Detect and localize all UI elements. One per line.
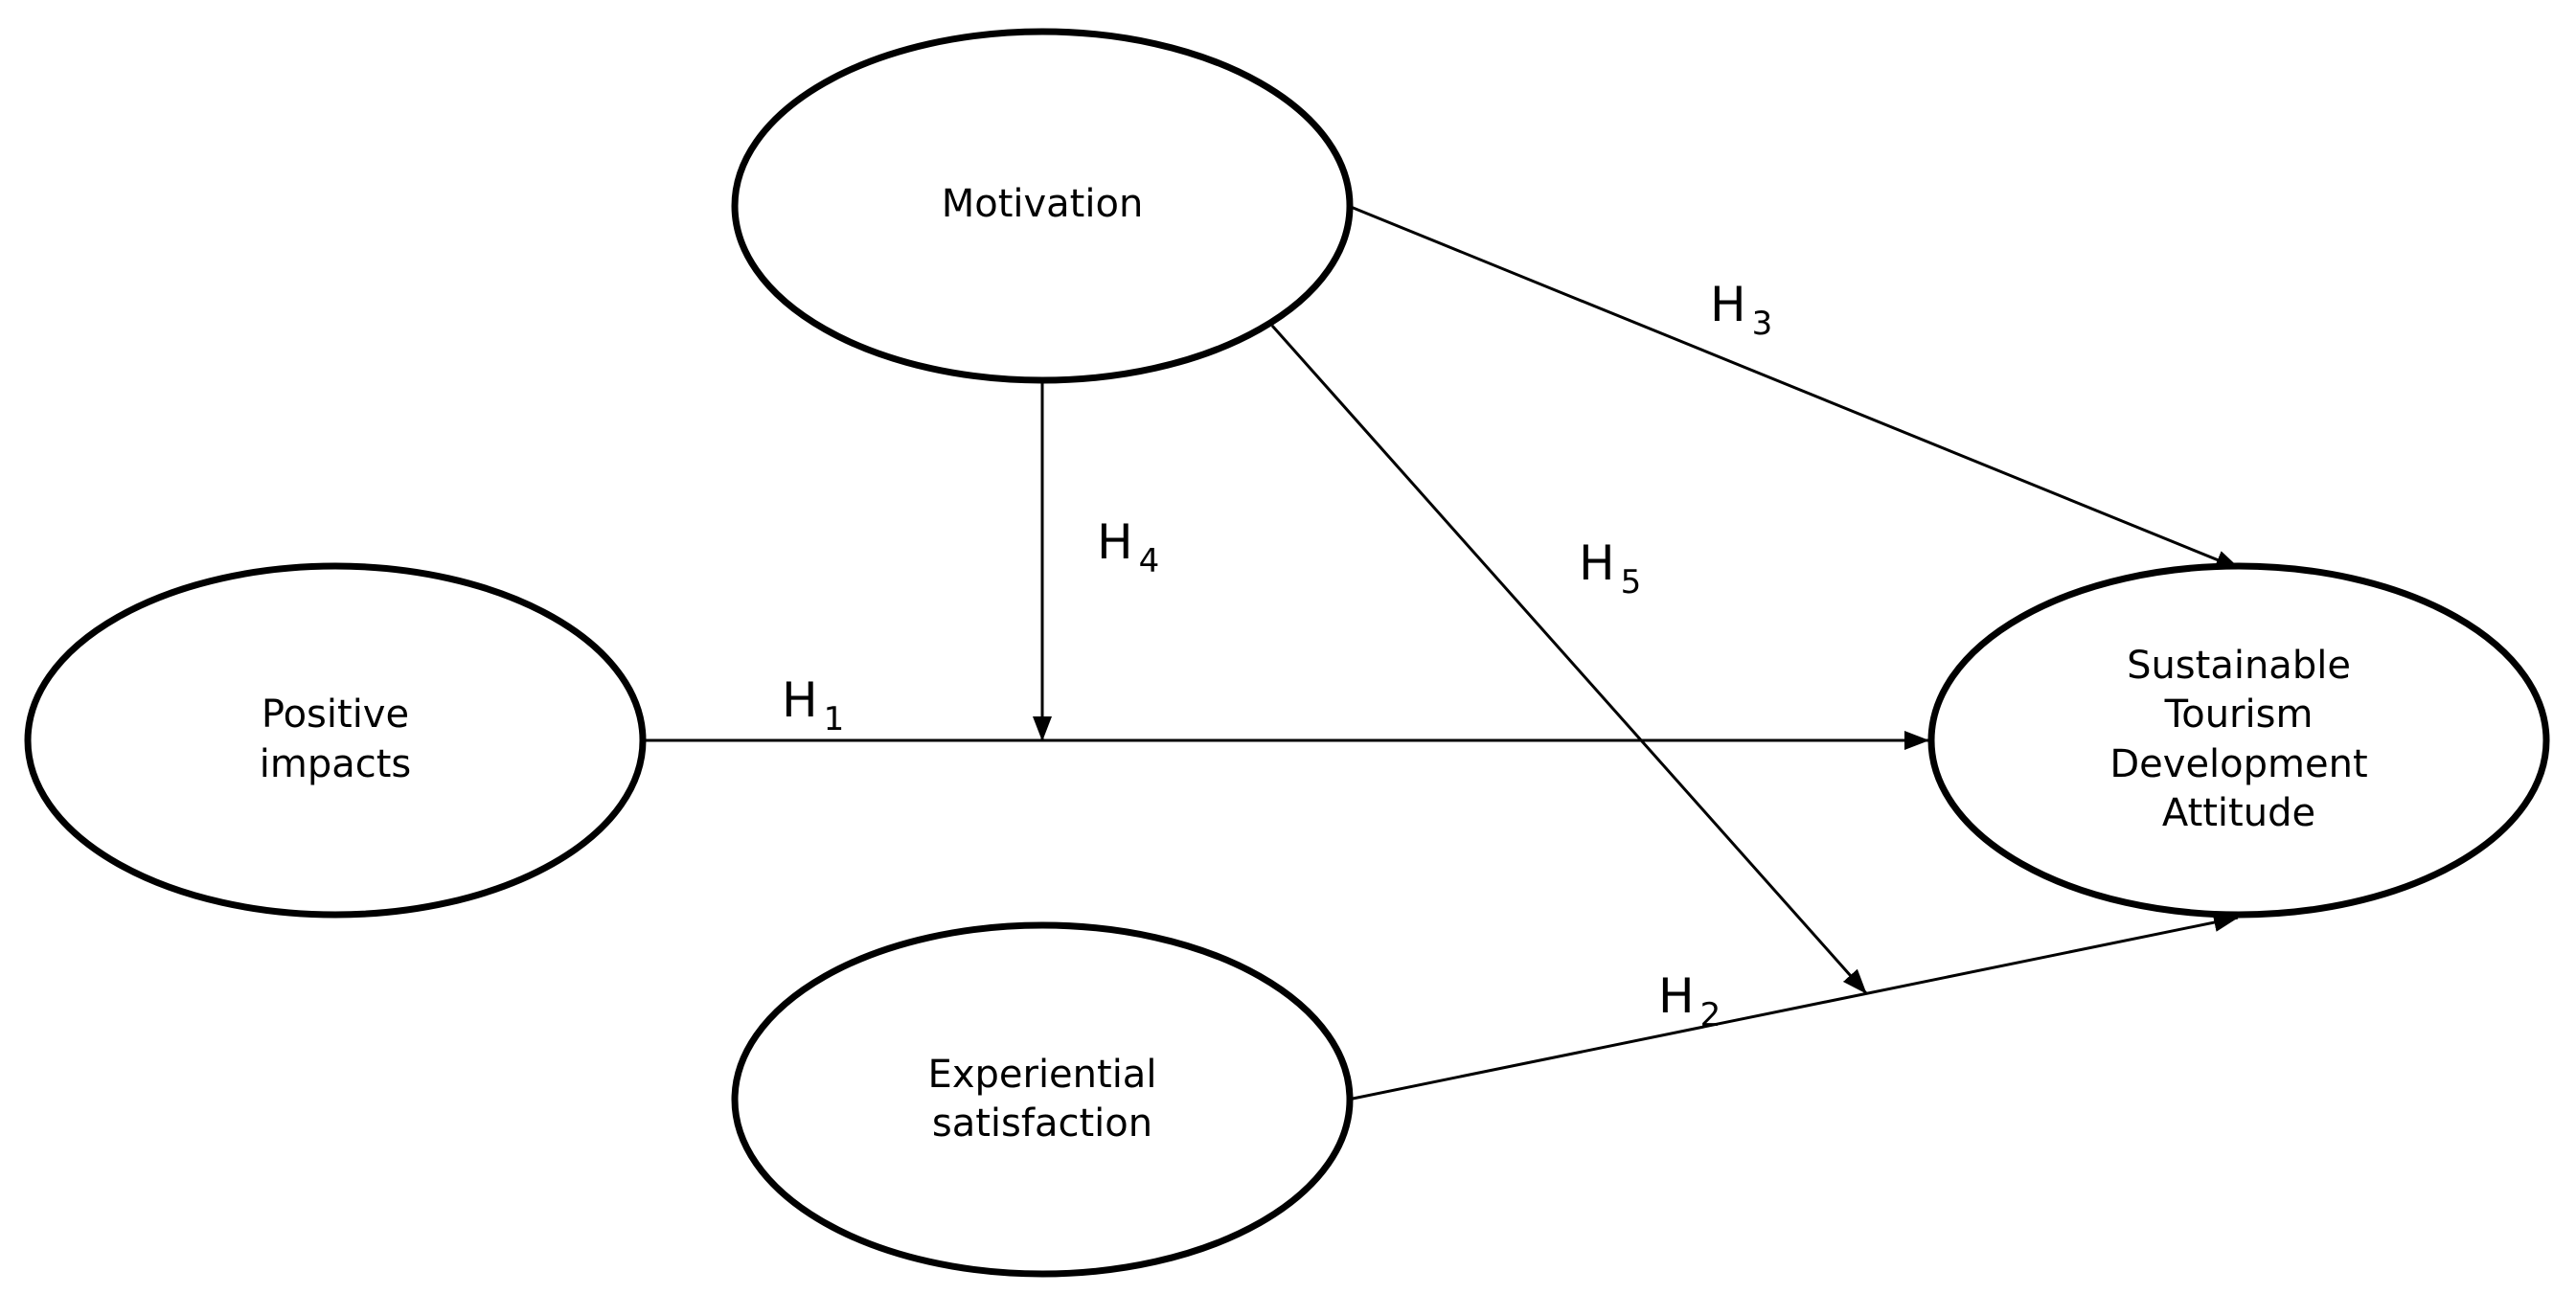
positive-impacts-label-line-1: Positive [262,692,409,737]
experiential-satisfaction-label-line-1: Experiential [928,1053,1157,1097]
node-std-attitude: Sustainable Tourism Development Attitude [1927,562,2550,919]
node-experiential-satisfaction: Experiential satisfaction [731,921,1354,1278]
h3-arrow [1350,205,2241,571]
node-motivation: Motivation [731,28,1354,384]
std-attitude-label-line-2: Tourism [2164,692,2314,737]
node-positive-impacts: Positive impacts [24,562,647,919]
edges [644,205,2241,1101]
experiential-satisfaction-ellipse [731,921,1354,1278]
positive-impacts-ellipse [24,562,647,919]
experiential-satisfaction-label-line-2: satisfaction [932,1101,1152,1146]
motivation-label: Motivation [942,182,1144,226]
std-attitude-label-line-4: Attitude [2162,791,2315,835]
h2-arrow [1352,913,2239,1101]
std-attitude-label-line-3: Development [2109,742,2367,786]
motivation-ellipse [731,28,1354,384]
h5-arrow [1270,325,1868,994]
std-attitude-ellipse [1927,562,2550,919]
std-attitude-label-line-1: Sustainable [2127,644,2351,688]
positive-impacts-label-line-2: impacts [260,742,412,786]
